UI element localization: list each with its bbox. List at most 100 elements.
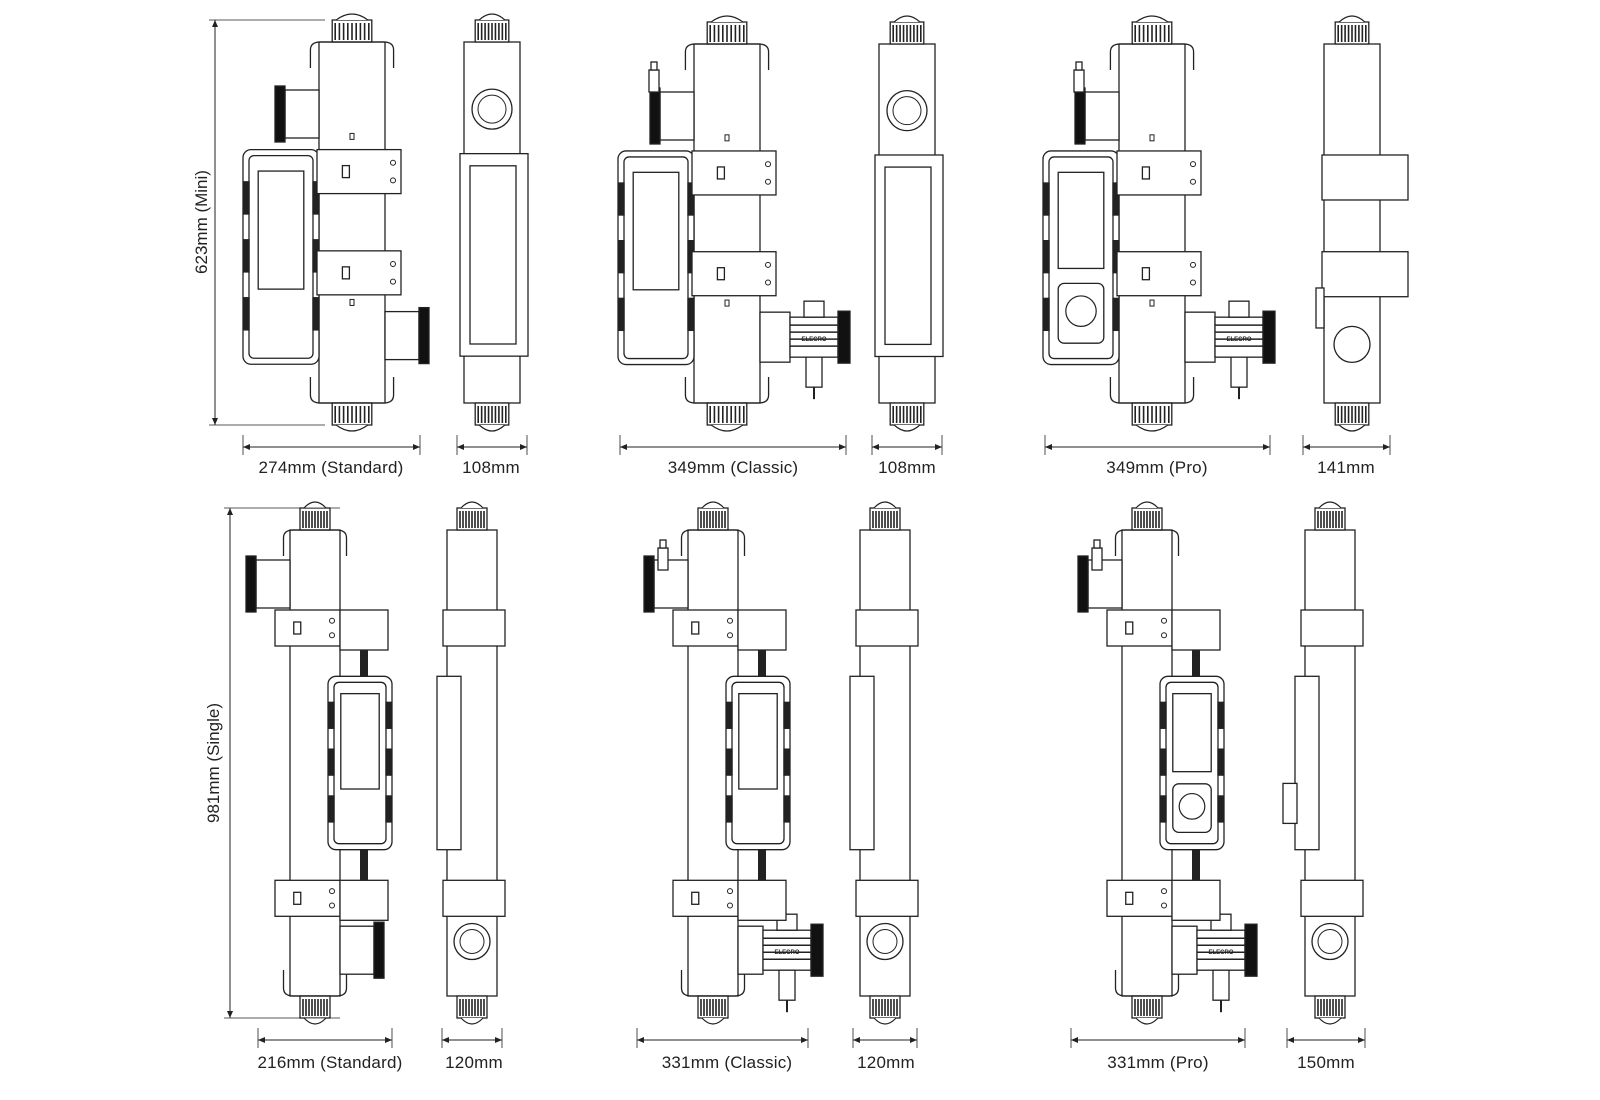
single-standard-side-view xyxy=(436,501,506,1025)
outlet-port-face xyxy=(1333,325,1371,364)
width-label-mini-classic: 349mm (Classic) xyxy=(667,458,799,477)
brand-mark: ELECRO xyxy=(1208,950,1233,956)
heat-sink-right xyxy=(1217,795,1224,823)
clamp-bolt xyxy=(390,278,396,285)
inlet-port-bore xyxy=(477,94,507,124)
cable-gland-top xyxy=(1171,609,1221,651)
depth-label-single-standard: 120mm xyxy=(445,1053,503,1072)
clamp-bolt xyxy=(1190,161,1196,168)
cap-dome xyxy=(1135,424,1169,432)
single-standard-front-view xyxy=(245,501,393,1025)
handle-loop xyxy=(1109,43,1195,70)
heat-sink-left xyxy=(243,181,250,215)
clamp-slot xyxy=(1125,891,1134,905)
handle-loop xyxy=(282,970,348,997)
mini-standard-front-view xyxy=(242,13,430,432)
outlet-port-bore xyxy=(872,929,898,954)
mounting-clamp-side xyxy=(855,609,919,647)
mini-classic-front-view: ELECRO xyxy=(617,15,851,432)
sensor-probe-bottom xyxy=(805,356,823,388)
brand-mark: ELECRO xyxy=(801,337,826,343)
width-label-mini-standard: 274mm (Standard) xyxy=(258,458,404,477)
clamp-bolt xyxy=(1161,617,1167,624)
heat-sink-left xyxy=(618,182,625,216)
pipe-union-nut xyxy=(245,555,257,613)
clamp-bolt xyxy=(1190,279,1196,286)
mounting-clamp xyxy=(691,251,777,297)
height-dimension-mini xyxy=(209,19,325,426)
mini-pro-front-view: ELECRO xyxy=(1042,15,1276,432)
clamp-bolt xyxy=(765,161,771,168)
display-panel xyxy=(340,692,380,790)
heat-sink-left xyxy=(243,297,250,331)
depth-label-mini-standard: 108mm xyxy=(462,458,520,477)
heat-sink-right xyxy=(783,701,790,729)
heat-sink-right xyxy=(385,701,392,729)
width-dimension-row1-3 xyxy=(871,435,943,455)
display-panel xyxy=(1057,171,1105,270)
mounting-clamp xyxy=(316,148,402,195)
tube-marker xyxy=(724,299,730,307)
uv-tube-body xyxy=(693,43,761,404)
width-dimension-row2-5 xyxy=(1286,1028,1366,1048)
heat-sink-right xyxy=(312,181,319,215)
clamp-bolt xyxy=(727,617,733,624)
pipe-union-nut xyxy=(274,85,286,143)
clamp-slot xyxy=(691,891,700,905)
clamp-bolt xyxy=(1190,261,1196,268)
display-panel xyxy=(1172,692,1212,773)
clamp-bolt xyxy=(727,632,733,639)
width-dimension-row2-3 xyxy=(852,1028,918,1048)
pipe-union-nut xyxy=(649,87,661,145)
dosing-probe-tip xyxy=(659,539,667,549)
pipe-union-nut xyxy=(418,306,430,365)
control-box-side-inner xyxy=(469,165,517,345)
mini-pro-side-view xyxy=(1315,15,1409,432)
cap-dome xyxy=(893,15,921,23)
mounting-clamp xyxy=(274,879,341,917)
cap-dome xyxy=(303,501,327,509)
heat-sink-left xyxy=(1043,182,1050,216)
clamp-slot xyxy=(1141,166,1151,180)
ph-pump-side xyxy=(1315,287,1325,329)
handle-loop xyxy=(1114,529,1180,556)
cable-gland-top xyxy=(737,609,787,651)
single-pro-front-view: ELECRO xyxy=(1077,501,1258,1025)
mounting-clamp-side xyxy=(442,879,506,917)
control-box-side xyxy=(436,675,462,851)
outlet-port xyxy=(1184,311,1216,363)
height-label-mini: 623mm (Mini) xyxy=(192,170,211,274)
height-dimension-single xyxy=(224,507,340,1019)
heat-sink-right xyxy=(1112,182,1119,216)
inlet-port xyxy=(1084,91,1120,141)
sensor-probe-top xyxy=(803,300,825,318)
uv-tube-body xyxy=(318,41,386,404)
width-dimension-row1-1 xyxy=(456,435,528,455)
handle-loop xyxy=(282,529,348,556)
mounting-clamp-side xyxy=(1321,251,1409,298)
cap-dome xyxy=(478,424,506,432)
mounting-clamp-side xyxy=(1300,609,1364,647)
clamp-slot xyxy=(716,166,726,180)
handle-loop xyxy=(1109,377,1195,404)
sensor-probe-top xyxy=(1228,300,1250,318)
pipe-union-nut xyxy=(643,555,655,613)
dimension-arrows xyxy=(853,1037,917,1043)
handle-loop xyxy=(680,529,746,556)
heat-sink-right xyxy=(312,297,319,331)
depth-label-mini-pro: 141mm xyxy=(1317,458,1375,477)
dimension-arrows xyxy=(872,444,942,450)
width-dimension-row1-4 xyxy=(1044,435,1271,455)
heat-sink-left xyxy=(328,701,335,729)
handle-loop xyxy=(684,377,770,404)
mounting-clamp-side xyxy=(1321,154,1409,201)
display-panel xyxy=(738,692,778,790)
outlet-port xyxy=(384,310,420,361)
clamp-bolt xyxy=(1161,888,1167,895)
heat-sink-right xyxy=(1217,748,1224,776)
pipe-union-nut xyxy=(1074,87,1086,145)
sensor-nut xyxy=(1244,923,1258,977)
clamp-bolt xyxy=(329,902,335,909)
handle-loop xyxy=(1114,970,1180,997)
